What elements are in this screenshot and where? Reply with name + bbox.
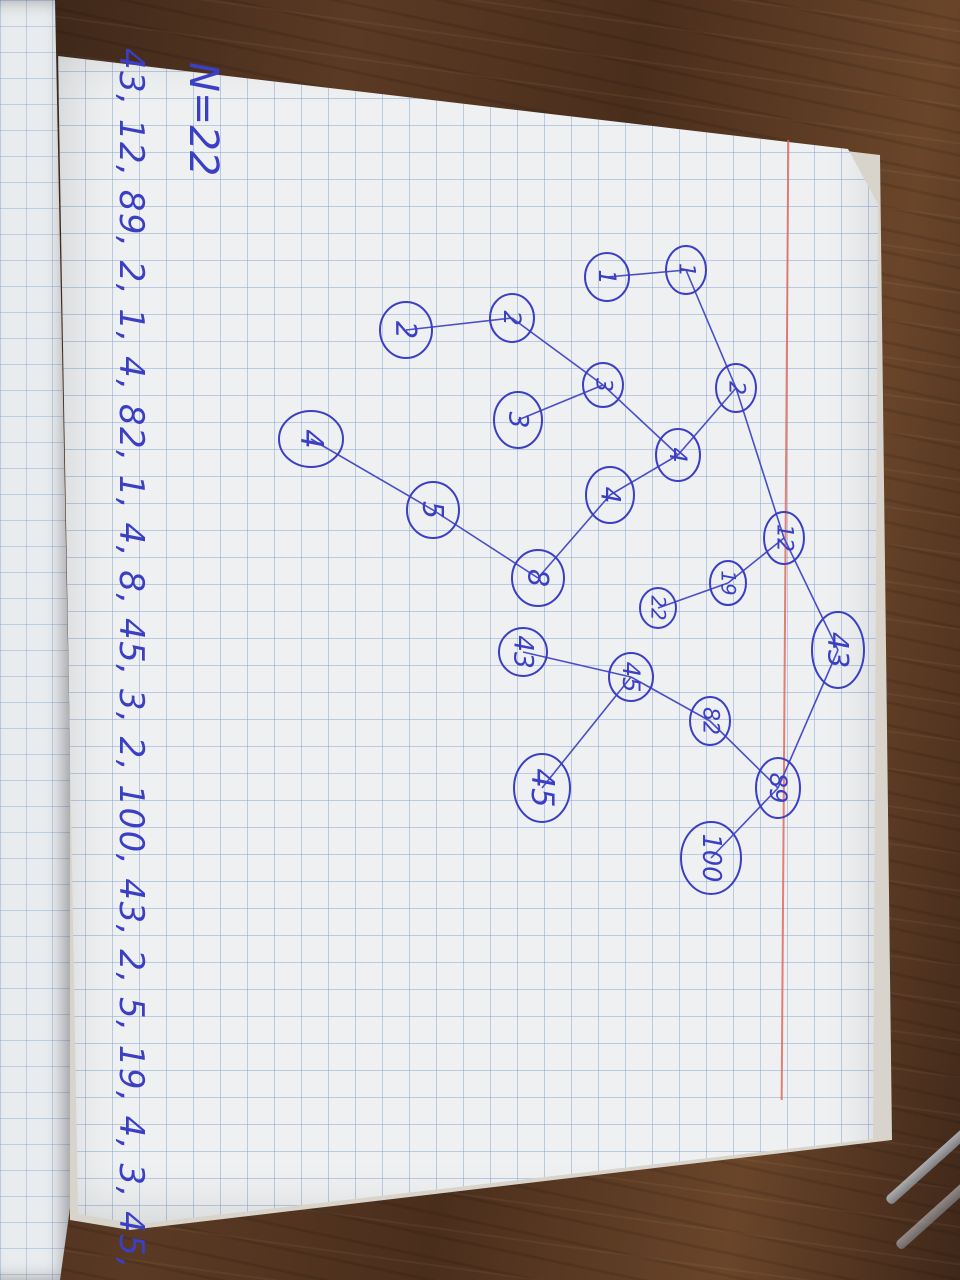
node-label: 12 [772, 524, 797, 552]
tree-edge-n19-n22 [657, 582, 729, 609]
node-circle [493, 391, 543, 449]
node-circle [379, 301, 433, 359]
node-label: 89 [764, 773, 792, 804]
node-label: 3 [591, 378, 616, 392]
node-label: 100 [696, 834, 726, 883]
n-label: N=22 [180, 62, 226, 176]
number-sequence: 43, 12, 89, 2, 1, 4, 82, 1, 4, 8, 45, 3,… [111, 48, 151, 1280]
tree-edge-n89-n82 [709, 720, 779, 789]
graph-paper-page [58, 56, 878, 1224]
tree-node-n3a: 3 [582, 362, 624, 408]
node-circle [608, 652, 654, 702]
node-circle [755, 757, 801, 819]
node-circle [665, 245, 707, 295]
node-label: 1 [674, 263, 699, 277]
node-label: 19 [717, 570, 740, 595]
node-circle [763, 511, 805, 565]
tree-node-n45b: 45 [513, 753, 571, 823]
node-label: 1 [593, 269, 621, 284]
node-circle [655, 428, 701, 482]
tree-edge-n8-n5 [432, 509, 539, 579]
tree-node-n22: 22 [639, 587, 677, 629]
node-circle [639, 587, 677, 629]
node-label: 43 [821, 632, 855, 668]
node-circle [406, 481, 460, 539]
node-label: 4 [664, 447, 692, 462]
tree-node-n19: 19 [709, 560, 747, 606]
tree-edge-n1a-n1b [606, 269, 687, 278]
node-circle [582, 362, 624, 408]
tree-edge-n12-n19 [727, 537, 785, 584]
tree-node-n100: 100 [680, 821, 742, 895]
tree-edge-n82-n45a [630, 676, 711, 722]
node-label: 5 [416, 501, 450, 519]
tree-node-n82: 82 [689, 696, 731, 746]
tree-edge-n45a-n43b [522, 651, 632, 678]
tree-edge-n2b-n2c [405, 317, 513, 331]
node-label: 45 [617, 662, 645, 693]
tree-edges [310, 269, 839, 859]
node-circle [689, 696, 731, 746]
tree-node-n12: 12 [763, 511, 805, 565]
node-circle [498, 627, 548, 677]
tree-node-n89: 89 [755, 757, 801, 819]
node-label: 2 [498, 310, 526, 325]
tree-node-n43a: 43 [811, 611, 865, 689]
node-label: 2 [389, 321, 423, 339]
node-label: 3 [503, 412, 534, 429]
tree-edge-n4a-n4b [609, 454, 679, 496]
tree-edge-n43a-n12 [783, 537, 839, 651]
tree-node-n8: 8 [511, 549, 565, 607]
node-circle [511, 549, 565, 607]
tree-edge-n2a-n1a [685, 269, 737, 389]
node-label: 4 [595, 487, 626, 504]
tree-node-n5: 5 [406, 481, 460, 539]
tree-node-n43b: 43 [498, 627, 548, 677]
node-circle [709, 560, 747, 606]
node-circle [584, 252, 630, 302]
node-circle [489, 293, 535, 343]
tree-node-n1b: 1 [584, 252, 630, 302]
tree-edge-n89-n100 [710, 787, 779, 859]
node-label: 8 [521, 569, 555, 587]
tree-edge-n2a-n4a [677, 387, 737, 456]
node-label: 2 [724, 381, 749, 395]
node-circle [715, 363, 757, 413]
tree-node-n4c: 4 [278, 410, 344, 468]
node-circle [585, 466, 635, 524]
tree-edge-n43a-n89 [777, 649, 839, 789]
tree-node-n2c: 2 [379, 301, 433, 359]
node-circle [513, 753, 571, 823]
tree-edge-n4b-n8 [537, 494, 611, 579]
tree-node-n4a: 4 [655, 428, 701, 482]
node-label: 22 [647, 595, 670, 620]
node-circle [811, 611, 865, 689]
tree-node-n45a: 45 [608, 652, 654, 702]
node-label: 45 [524, 768, 560, 807]
node-label: 4 [293, 429, 329, 449]
node-circle [680, 821, 742, 895]
tree-edge-n5-n4c [310, 438, 434, 511]
tree-node-n2b: 2 [489, 293, 535, 343]
tree-node-n2a: 2 [715, 363, 757, 413]
tree-edge-n3a-n3b [517, 384, 604, 421]
node-label: 43 [508, 635, 539, 669]
tree-edge-n4a-n3a [602, 384, 679, 456]
tree-node-n1a: 1 [665, 245, 707, 295]
node-label: 82 [698, 707, 723, 735]
tree-edge-n3a-n2b [511, 317, 604, 386]
tree-node-n3b: 3 [493, 391, 543, 449]
node-circle [278, 410, 344, 468]
tree-node-n4b: 4 [585, 466, 635, 524]
